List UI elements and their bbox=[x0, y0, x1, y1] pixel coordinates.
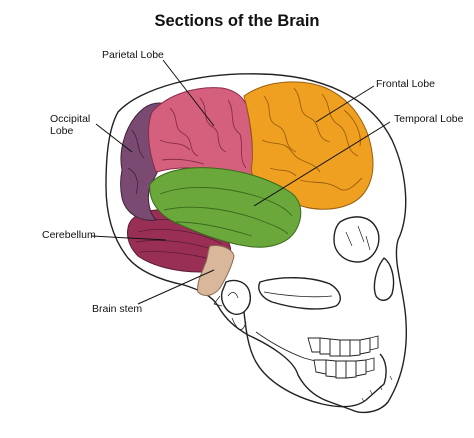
parietal-lobe-region bbox=[148, 87, 254, 181]
label-brain-stem: Brain stem bbox=[92, 303, 143, 315]
skull-outline bbox=[105, 73, 408, 414]
label-frontal-lobe: Frontal Lobe bbox=[376, 78, 435, 90]
label-parietal-lobe: Parietal Lobe bbox=[102, 49, 164, 61]
upper-teeth bbox=[307, 335, 379, 357]
leader-lines bbox=[91, 59, 391, 305]
mandible bbox=[243, 311, 387, 408]
label-cerebellum: Cerebellum bbox=[42, 229, 96, 241]
parietal-folds bbox=[159, 97, 247, 169]
label-temporal-lobe: Temporal Lobe bbox=[394, 113, 464, 125]
nasal-cavity bbox=[373, 257, 395, 301]
label-occipital-line-1: Occipital bbox=[50, 113, 91, 125]
zygomatic-arch bbox=[258, 277, 341, 310]
lower-teeth bbox=[313, 357, 375, 379]
parietal-leader bbox=[162, 59, 215, 127]
label-occipital-line-2: Lobe bbox=[50, 125, 74, 137]
occipital-leader bbox=[95, 123, 133, 153]
temporal-folds bbox=[159, 187, 293, 237]
mastoid-process bbox=[220, 279, 251, 315]
brain-stem-leader bbox=[137, 269, 215, 305]
frontal-leader bbox=[315, 85, 375, 123]
frontal-folds bbox=[261, 87, 363, 191]
skull bbox=[105, 73, 408, 414]
cerebellum-leader bbox=[91, 235, 167, 241]
brain-stem-region bbox=[197, 245, 235, 296]
diagram-title: Sections of the Brain bbox=[154, 12, 320, 30]
frontal-lobe-region bbox=[243, 81, 374, 210]
eye-socket bbox=[333, 216, 380, 263]
temporal-leader bbox=[253, 121, 391, 207]
